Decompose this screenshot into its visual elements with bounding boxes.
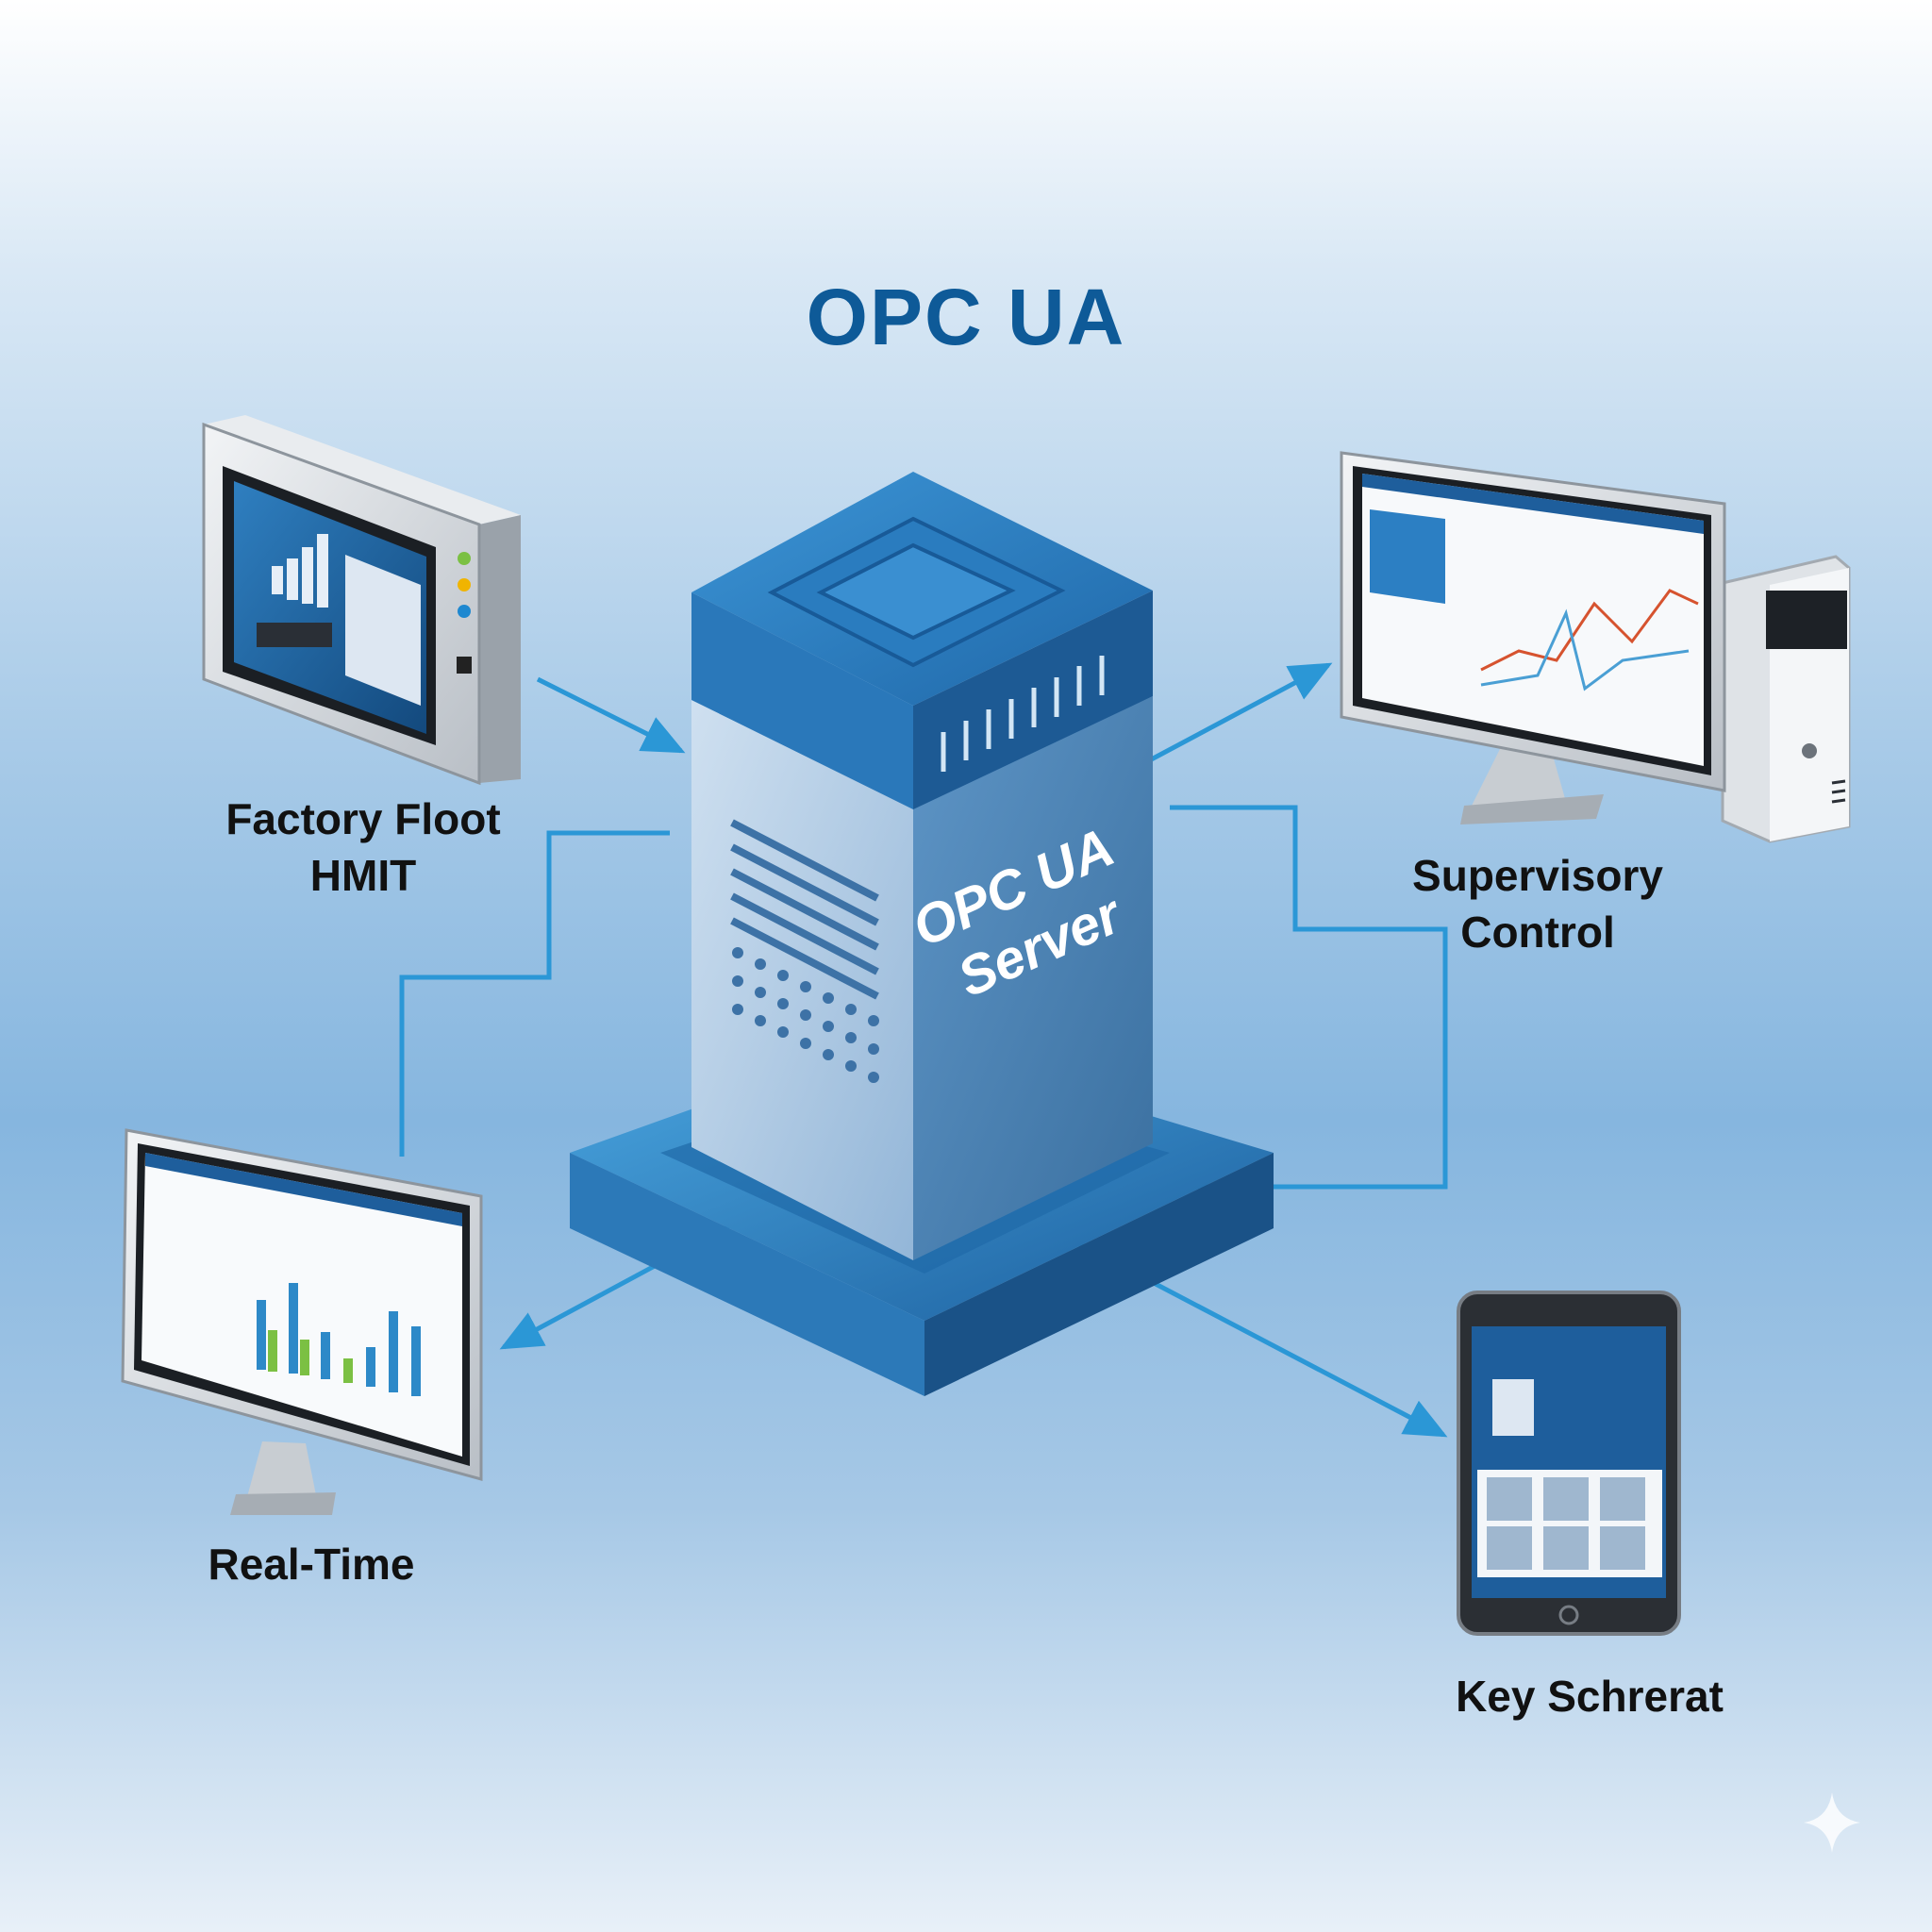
arrow-hmi-to-server: [536, 676, 686, 754]
connectors: [399, 662, 1448, 1438]
arrow-server-to-supervisory: [1126, 662, 1333, 774]
tablet-icon: [1457, 1291, 1681, 1636]
connector-server-to-supervisory: [1170, 805, 1448, 1190]
server-grille: [730, 819, 879, 1000]
realtime-bars: [257, 1283, 421, 1396]
server-vents: [941, 656, 1105, 772]
supervisory-label-line1: Supervisory: [1412, 851, 1663, 900]
hmi-label-line1: Factory Floot: [225, 794, 501, 843]
supervisory-monitor-icon: [1340, 451, 1726, 824]
supervisory-label-line2: Control: [1460, 908, 1615, 957]
hmi-label: Factory Floot HMIT: [189, 791, 538, 904]
monitor-icon: [121, 1128, 483, 1515]
desktop-tower-icon: [1721, 555, 1851, 843]
realtime-label: Real-Time: [208, 1540, 415, 1589]
server-dots: [732, 947, 879, 1083]
hmi-label-line2: HMIT: [309, 851, 417, 900]
supervisory-label: Supervisory Control: [1377, 847, 1698, 960]
diagram-title: OPC UA: [806, 273, 1126, 361]
hmi-panel-icon: [202, 415, 521, 786]
tablet-label: Key Schrerat: [1456, 1672, 1724, 1721]
connector-realtime-to-server: [399, 830, 670, 1157]
server-tower-icon: OPC UA Server: [570, 472, 1274, 1396]
sparkle-icon: [1804, 1792, 1860, 1853]
